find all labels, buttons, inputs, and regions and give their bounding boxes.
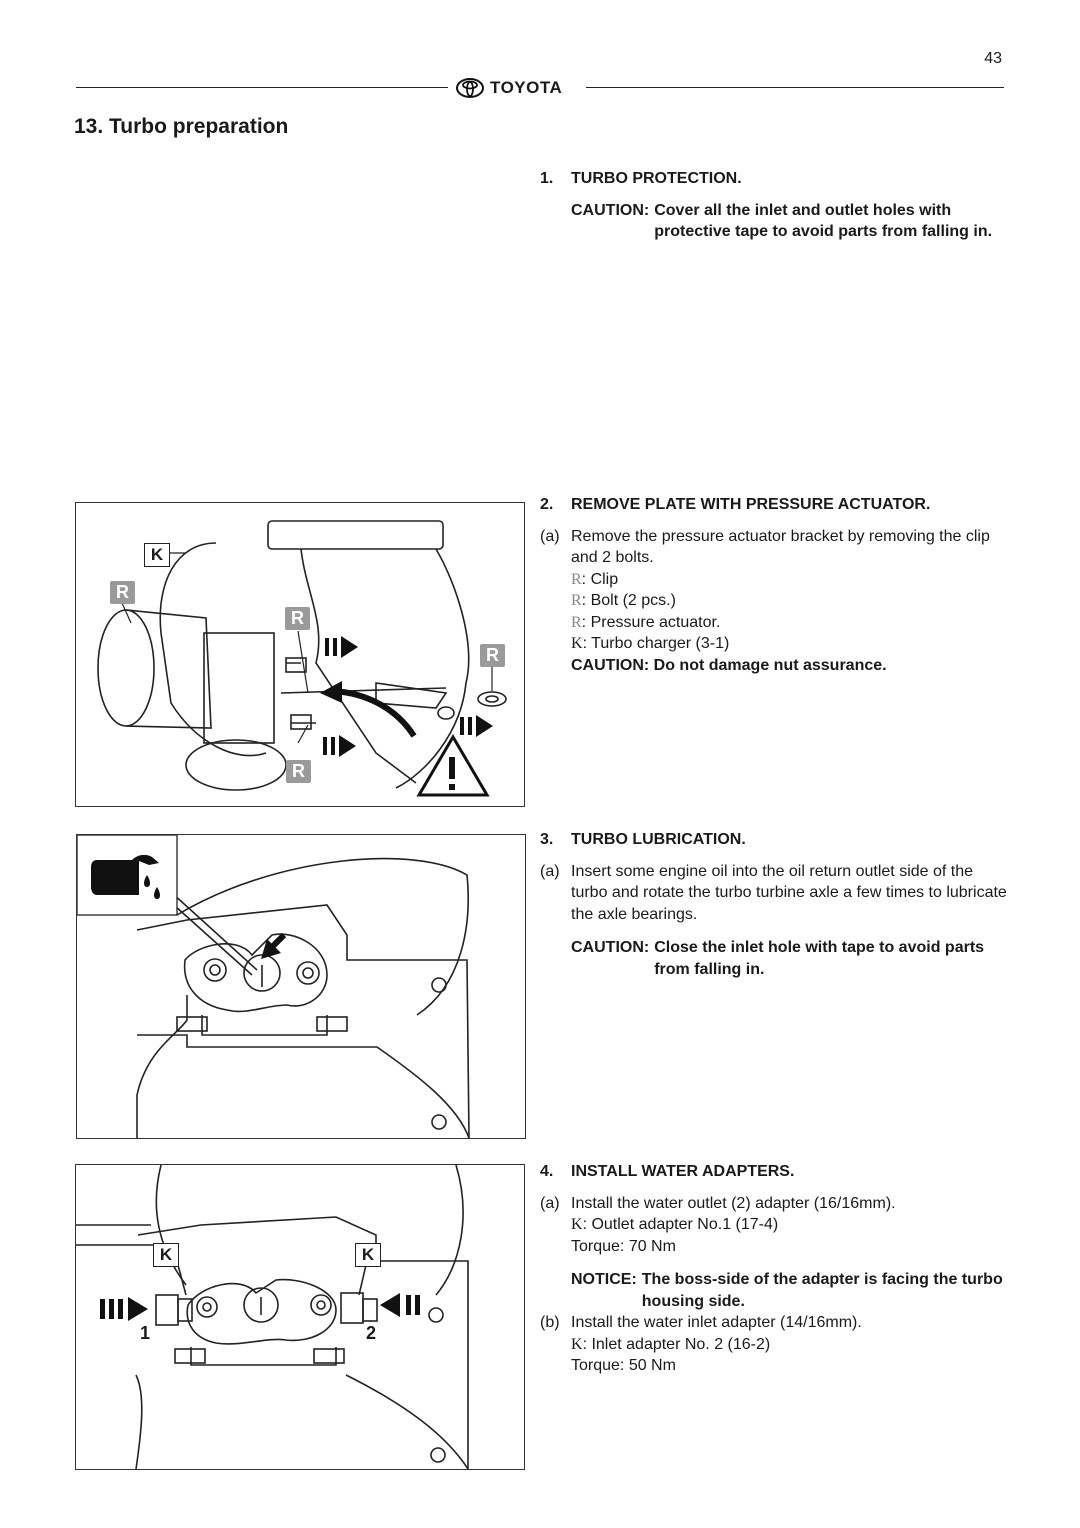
turbo-lubrication-illustration bbox=[77, 835, 470, 1138]
step-heading: 3. TURBO LUBRICATION. bbox=[540, 829, 1010, 851]
part-text: : Turbo charger (3-1) bbox=[582, 635, 730, 652]
part-text: : Pressure actuator. bbox=[581, 613, 721, 631]
step-number: 1. bbox=[540, 170, 554, 187]
toyota-emblem-icon bbox=[456, 78, 484, 98]
item-tag: (b) bbox=[540, 1314, 560, 1331]
step-turbo-protection: 1. TURBO PROTECTION. CAUTION: Cover all … bbox=[540, 168, 1010, 243]
caution-note: CAUTION: Close the inlet hole with tape … bbox=[571, 937, 1010, 980]
page-number: 43 bbox=[984, 50, 1002, 67]
item-tag: (a) bbox=[540, 862, 560, 880]
header-rule-left bbox=[76, 87, 448, 88]
item-text: Remove the pressure actuator bracket by … bbox=[571, 527, 990, 567]
step-heading: 2. REMOVE PLATE WITH PRESSURE ACTUATOR. bbox=[540, 494, 1010, 516]
part-key: K bbox=[571, 1216, 583, 1233]
item-text: Install the water inlet adapter (14/16mm… bbox=[571, 1314, 862, 1331]
figure-turbo-lubrication bbox=[76, 834, 526, 1139]
item-text: Insert some engine oil into the oil retu… bbox=[571, 862, 1007, 923]
figure-pressure-actuator: K R R R R bbox=[75, 502, 525, 807]
notice-text: The boss-side of the adapter is facing t… bbox=[641, 1271, 1003, 1310]
instruction-item: (a) Remove the pressure actuator bracket… bbox=[540, 526, 1010, 569]
water-adapter-illustration bbox=[76, 1165, 469, 1469]
step-title: REMOVE PLATE WITH PRESSURE ACTUATOR. bbox=[571, 496, 931, 513]
part-line: R: Clip bbox=[571, 569, 1010, 591]
callout-label-r: R bbox=[480, 644, 505, 667]
part-text: : Inlet adapter No. 2 (16-2) bbox=[582, 1335, 771, 1353]
caution-note: CAUTION: Cover all the inlet and outlet … bbox=[571, 200, 1010, 243]
callout-label-k: K bbox=[153, 1243, 179, 1267]
notice-label: NOTICE: bbox=[571, 1271, 637, 1288]
section-title: 13. Turbo preparation bbox=[74, 115, 289, 138]
caution-text: Cover all the inlet and outlet holes wit… bbox=[654, 201, 993, 241]
step-remove-plate: 2. REMOVE PLATE WITH PRESSURE ACTUATOR. … bbox=[540, 494, 1010, 676]
step-number: 4. bbox=[540, 1163, 554, 1180]
item-tag: (a) bbox=[540, 1194, 560, 1212]
instruction-item: (a) Insert some engine oil into the oil … bbox=[540, 861, 1010, 926]
figure-water-adapters: K K 1 2 bbox=[75, 1164, 525, 1470]
callout-number-1: 1 bbox=[140, 1323, 151, 1343]
caution-label: CAUTION: bbox=[571, 201, 650, 219]
callout-label-r: R bbox=[286, 760, 311, 783]
caution-note: CAUTION: Do not damage nut assurance. bbox=[571, 656, 887, 674]
callout-label-k: K bbox=[355, 1243, 381, 1267]
part-list: R: Clip R: Bolt (2 pcs.) R: Pressure act… bbox=[571, 569, 1010, 677]
instruction-item: (a) Install the water outlet (2) adapter… bbox=[540, 1193, 1010, 1215]
step-turbo-lubrication: 3. TURBO LUBRICATION. (a) Insert some en… bbox=[540, 829, 1010, 980]
instruction-item: (b) Install the water inlet adapter (14/… bbox=[540, 1312, 1010, 1334]
step-title: INSTALL WATER ADAPTERS. bbox=[571, 1163, 795, 1180]
caution-text: Close the inlet hole with tape to avoid … bbox=[654, 939, 985, 978]
header-rule-right bbox=[586, 87, 1004, 88]
torque-value: Torque: 70 Nm bbox=[571, 1237, 676, 1255]
part-key: K bbox=[571, 635, 583, 652]
part-key: R bbox=[571, 592, 582, 609]
step-heading: 4. INSTALL WATER ADAPTERS. bbox=[540, 1161, 1010, 1183]
part-text: : Outlet adapter No.1 (17-4) bbox=[582, 1216, 779, 1233]
part-key: K bbox=[571, 1335, 583, 1353]
callout-label-k: K bbox=[144, 543, 170, 567]
part-line: K: Outlet adapter No.1 (17-4) bbox=[571, 1214, 1010, 1236]
toyota-logo: TOYOTA bbox=[456, 76, 578, 100]
part-line: R: Bolt (2 pcs.) bbox=[571, 590, 1010, 612]
item-tag: (a) bbox=[540, 527, 560, 545]
torque-value: Torque: 50 Nm bbox=[571, 1357, 676, 1374]
brand-wordmark: TOYOTA bbox=[490, 78, 563, 97]
part-key: R bbox=[571, 570, 582, 588]
part-text: : Bolt (2 pcs.) bbox=[581, 592, 676, 609]
step-install-water-adapters: 4. INSTALL WATER ADAPTERS. (a) Install t… bbox=[540, 1161, 1010, 1377]
caution-label: CAUTION: bbox=[571, 939, 650, 956]
part-line: R: Pressure actuator. bbox=[571, 612, 1010, 634]
part-line: K: Turbo charger (3-1) bbox=[571, 633, 1010, 655]
part-key: R bbox=[571, 613, 582, 631]
callout-number-2: 2 bbox=[366, 1323, 377, 1343]
step-number: 2. bbox=[540, 496, 554, 513]
part-line: K: Inlet adapter No. 2 (16-2) bbox=[571, 1334, 1010, 1356]
callout-label-r: R bbox=[110, 581, 135, 604]
notice-note: NOTICE: The boss-side of the adapter is … bbox=[571, 1269, 1010, 1312]
step-title: TURBO LUBRICATION. bbox=[571, 831, 746, 848]
step-heading: 1. TURBO PROTECTION. bbox=[540, 168, 1010, 190]
callout-label-r: R bbox=[285, 607, 310, 630]
step-number: 3. bbox=[540, 831, 554, 848]
item-text: Install the water outlet (2) adapter (16… bbox=[571, 1194, 896, 1212]
step-title: TURBO PROTECTION. bbox=[571, 170, 742, 187]
part-text: : Clip bbox=[581, 570, 619, 588]
